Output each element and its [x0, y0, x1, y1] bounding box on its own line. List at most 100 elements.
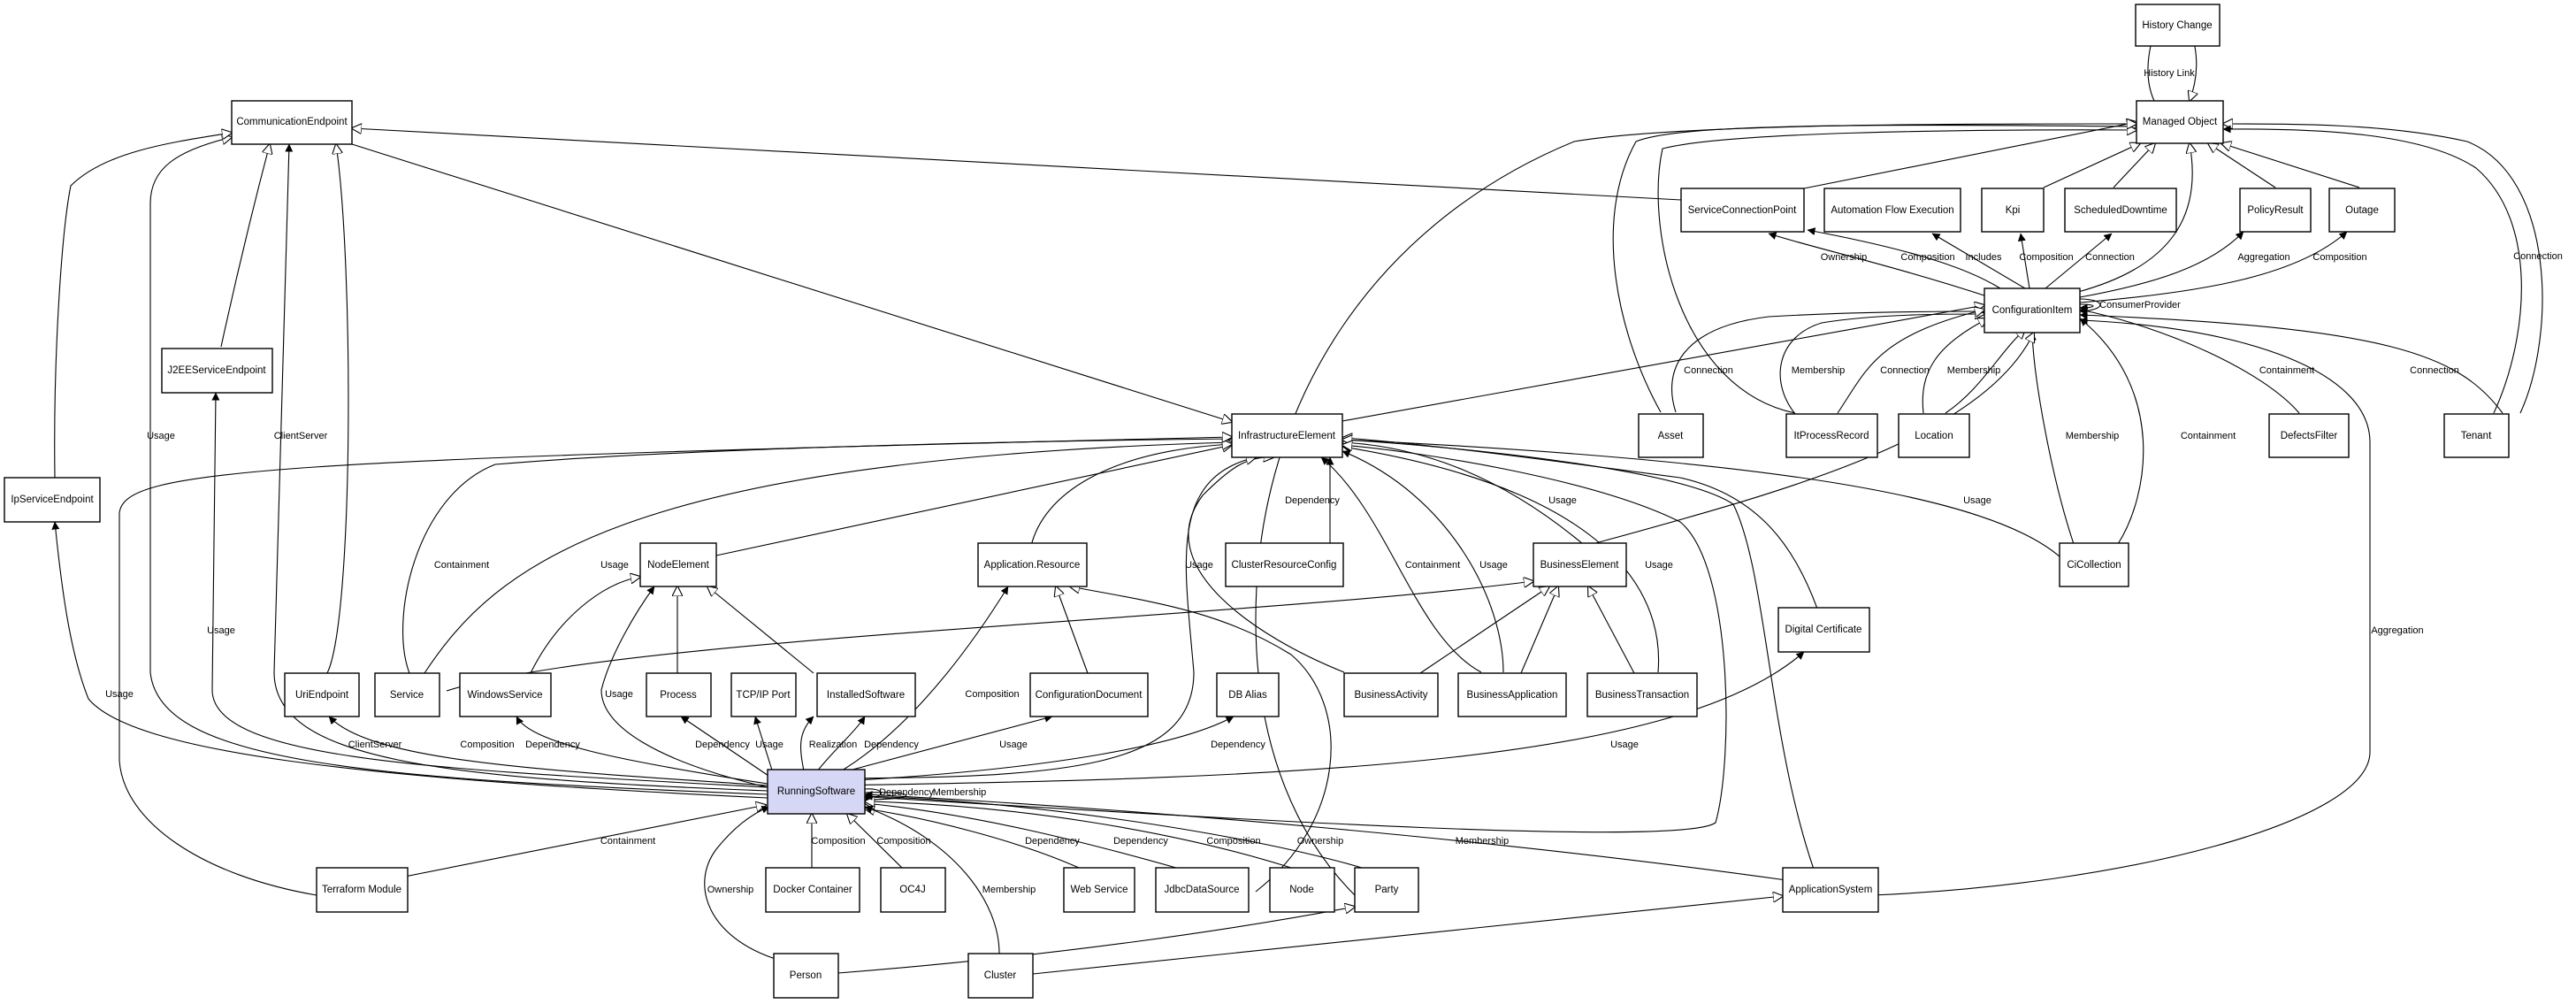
edge-ci-outage [2079, 231, 2348, 303]
edge-label-clientserver-commend: ClientServer [274, 431, 328, 441]
node-configuration-document[interactable]: ConfigurationDocument [1029, 672, 1149, 717]
edge-scp-managed [1803, 122, 2136, 189]
edge-ci-scp [1768, 232, 1991, 298]
node-defects-filter[interactable]: DefectsFilter [2268, 413, 2350, 458]
node-ci-collection[interactable]: CiCollection [2059, 542, 2129, 587]
node-application-resource[interactable]: Application.Resource [977, 542, 1088, 587]
node-business-application[interactable]: BusinessApplication [1457, 672, 1567, 717]
edge-ci-kpi [2017, 233, 2030, 289]
node-managed-object[interactable]: Managed Object [2136, 100, 2224, 144]
edge-rs-infra [813, 457, 1256, 779]
node-application-system[interactable]: ApplicationSystem [1782, 867, 1879, 913]
node-j2ee-service-endpoint[interactable]: J2EEServiceEndpoint [161, 348, 273, 394]
edge-winsvc-ne [530, 577, 640, 674]
edge-service-infra-containment [402, 434, 1233, 674]
edge-rs-digcert [825, 651, 1805, 786]
node-terraform-module[interactable]: Terraform Module [316, 867, 409, 913]
edge-label-aggregation-appsys: Aggregation [2371, 625, 2423, 636]
edge-label-usage-confdoc: Usage [999, 740, 1028, 750]
node-automation-flow-execution[interactable]: Automation Flow Execution [1823, 188, 1961, 233]
node-running-software[interactable]: RunningSoftware [767, 769, 866, 815]
svg-text:DB Alias: DB Alias [1228, 690, 1267, 701]
edge-ci-scp2 [1807, 227, 2001, 289]
edge-ipse-commend [54, 133, 232, 479]
svg-text:ConfigurationItem: ConfigurationItem [1992, 305, 2073, 316]
edge-be-ci [1582, 333, 2034, 548]
node-configuration-item[interactable]: ConfigurationItem [1984, 287, 2081, 333]
svg-text:BusinessTransaction: BusinessTransaction [1595, 690, 1689, 701]
svg-text:Kpi: Kpi [2006, 205, 2021, 216]
edge-label-dependency-process: Dependency [695, 740, 750, 750]
node-policy-result[interactable]: PolicyResult [2239, 188, 2312, 233]
node-infrastructure-element[interactable]: InfrastructureElement [1231, 413, 1343, 458]
node-service[interactable]: Service [374, 672, 440, 717]
edge-websvc-rs [865, 809, 1080, 869]
svg-text:ApplicationSystem: ApplicationSystem [1789, 885, 1873, 895]
svg-text:Asset: Asset [1658, 431, 1685, 441]
node-location[interactable]: Location [1898, 413, 1970, 458]
node-ip-service-endpoint[interactable]: IpServiceEndpoint [4, 477, 101, 523]
edge-label-composition-outage: Composition [2312, 252, 2366, 263]
edge-label-usage-commend: Usage [147, 431, 175, 441]
node-db-alias[interactable]: DB Alias [1216, 672, 1280, 717]
node-cluster[interactable]: Cluster [967, 953, 1034, 999]
edge-be-infra [1342, 442, 1584, 545]
edge-kpi-managed [2043, 143, 2140, 188]
node-scheduled-downtime[interactable]: ScheduledDowntime [2064, 188, 2177, 233]
node-person[interactable]: Person [773, 953, 839, 999]
edge-rs-ne [600, 586, 768, 788]
edge-label-ownership-person: Ownership [707, 885, 754, 895]
edge-jdbc-ar [1070, 586, 1332, 893]
edge-label-usage-j2ee: Usage [207, 625, 235, 636]
edge-confdoc-ar [1056, 586, 1089, 674]
edge-location-ci2 [1945, 329, 2025, 414]
node-outage[interactable]: Outage [2328, 188, 2396, 233]
node-digital-certificate[interactable]: Digital Certificate [1777, 607, 1870, 653]
edge-ar-infra [1030, 444, 1232, 547]
node-jdbc-data-source[interactable]: JdbcDataSource [1155, 867, 1250, 913]
svg-text:BusinessActivity: BusinessActivity [1354, 690, 1427, 701]
edge-pr-managed [2208, 143, 2276, 188]
node-communication-endpoint[interactable]: CommunicationEndpoint [231, 100, 353, 145]
node-business-activity[interactable]: BusinessActivity [1343, 672, 1439, 717]
svg-text:Outage: Outage [2345, 205, 2379, 216]
edge-ci-pr [2079, 231, 2244, 298]
node-business-transaction[interactable]: BusinessTransaction [1586, 672, 1698, 717]
node-installed-software[interactable]: InstalledSoftware [816, 672, 916, 717]
edge-label-connection-itpr: Connection [1880, 365, 1930, 376]
node-node[interactable]: Node [1269, 867, 1335, 913]
edge-label-consumer-provider: ConsumerProvider [2099, 300, 2181, 310]
svg-text:Web Service: Web Service [1071, 885, 1128, 895]
svg-text:Automation Flow Execution: Automation Flow Execution [1831, 205, 1953, 216]
node-history-change[interactable]: History Change [2135, 4, 2221, 47]
node-docker-container[interactable]: Docker Container [765, 867, 860, 913]
nodes: History Change Managed Object Communicat… [4, 4, 2510, 999]
edge-sd-managed [2113, 143, 2155, 188]
svg-text:Docker Container: Docker Container [773, 885, 852, 895]
svg-text:Managed Object: Managed Object [2143, 117, 2218, 127]
edge-rs-self-membership [864, 792, 907, 804]
node-business-element[interactable]: BusinessElement [1533, 542, 1627, 587]
node-windows-service[interactable]: WindowsService [459, 672, 552, 717]
node-process[interactable]: Process [646, 672, 712, 717]
svg-text:Person: Person [790, 970, 822, 981]
node-uri-endpoint[interactable]: UriEndpoint [284, 672, 360, 717]
node-it-process-record[interactable]: ItProcessRecord [1785, 413, 1878, 458]
node-web-service[interactable]: Web Service [1063, 867, 1135, 913]
svg-text:UriEndpoint: UriEndpoint [295, 690, 349, 701]
node-kpi[interactable]: Kpi [1981, 188, 2045, 233]
edge-itpr-managed [1657, 130, 2136, 414]
edge-label-dependency-installed: Dependency [864, 740, 919, 750]
node-oc4j[interactable]: OC4J [880, 867, 946, 913]
node-service-connection-point[interactable]: ServiceConnectionPoint [1680, 188, 1805, 233]
node-tenant[interactable]: Tenant [2443, 413, 2510, 458]
node-cluster-resource-config[interactable]: ClusterResourceConfig [1225, 542, 1344, 587]
node-asset[interactable]: Asset [1638, 413, 1704, 458]
node-party[interactable]: Party [1354, 867, 1419, 913]
svg-text:CommunicationEndpoint: CommunicationEndpoint [236, 117, 348, 127]
node-node-element[interactable]: NodeElement [639, 542, 717, 587]
svg-text:ItProcessRecord: ItProcessRecord [1793, 431, 1869, 441]
node-tcp-ip-port[interactable]: TCP/IP Port [730, 672, 797, 717]
svg-text:NodeElement: NodeElement [647, 560, 709, 571]
edge-cluster-appsys [1032, 896, 1783, 975]
